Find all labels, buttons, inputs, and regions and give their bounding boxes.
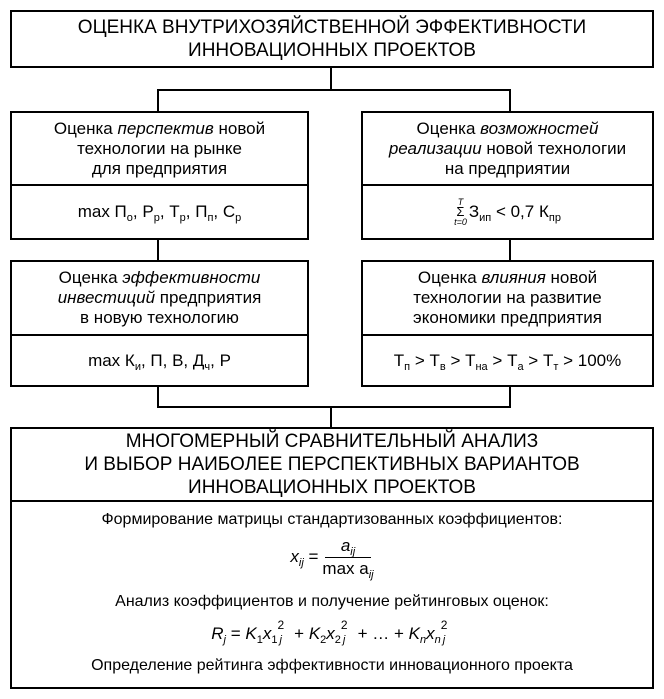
title-line-2: ИННОВАЦИОННЫХ ПРОЕКТОВ bbox=[188, 40, 476, 61]
box-market-prospects: Оценка перспектив новой технологии на ры… bbox=[10, 111, 309, 240]
box-investment-efficiency-formula: max Ки, П, В, Дч, Р bbox=[12, 334, 307, 385]
box-economic-impact: Оценка влияния новой технологии на разви… bbox=[361, 260, 654, 387]
analysis-step-1: Формирование матрицы стандартизованных к… bbox=[101, 511, 563, 528]
analysis-heading: МНОГОМЕРНЫЙ СРАВНИТЕЛЬНЫЙ АНАЛИЗ И ВЫБОР… bbox=[84, 431, 580, 498]
box-market-prospects-text: Оценка перспектив новой технологии на ры… bbox=[53, 118, 266, 178]
box-economic-impact-formula: Тп > Тв > Тна > Та > Тт > 100% bbox=[363, 334, 652, 385]
box-investment-efficiency-text: Оценка эффективности инвестиций предприя… bbox=[57, 268, 262, 327]
analysis-step-2: Анализ коэффициентов и получение рейтинг… bbox=[115, 593, 549, 610]
connector-left-mid bbox=[157, 239, 159, 261]
box-implementation-capabilities-text: Оценка возможностей реализации новой тех… bbox=[388, 118, 627, 178]
connector-top bbox=[330, 67, 332, 90]
connector-bottom bbox=[330, 406, 332, 428]
box-market-prospects-formula: max По, Рр, Тр, Пп, Ср bbox=[12, 184, 307, 238]
connector-left-low bbox=[157, 386, 159, 407]
analysis-divider bbox=[12, 500, 652, 502]
formula-standardization: xij = aij max aij bbox=[290, 535, 374, 581]
title-text: ОЦЕНКА ВНУТРИХОЗЯЙСТВЕННОЙ ЭФФЕКТИВНОСТИ… bbox=[12, 12, 652, 66]
connector-right-drop bbox=[509, 89, 511, 112]
connector-right-low bbox=[509, 386, 511, 407]
box-multidimensional-analysis: МНОГОМЕРНЫЙ СРАВНИТЕЛЬНЫЙ АНАЛИЗ И ВЫБОР… bbox=[10, 427, 654, 689]
title-line-1: ОЦЕНКА ВНУТРИХОЗЯЙСТВЕННОЙ ЭФФЕКТИВНОСТИ bbox=[77, 17, 587, 38]
connector-top-bar bbox=[157, 89, 511, 91]
box-implementation-capabilities: Оценка возможностей реализации новой тех… bbox=[361, 111, 654, 240]
box-economic-impact-text: Оценка влияния новой технологии на разви… bbox=[413, 268, 602, 327]
title-box: ОЦЕНКА ВНУТРИХОЗЯЙСТВЕННОЙ ЭФФЕКТИВНОСТИ… bbox=[10, 10, 654, 68]
analysis-step-3: Определение рейтинга эффективности иннов… bbox=[91, 657, 573, 674]
connector-left-drop bbox=[157, 89, 159, 112]
connector-right-mid bbox=[509, 239, 511, 261]
box-investment-efficiency: Оценка эффективности инвестиций предприя… bbox=[10, 260, 309, 387]
connector-bottom-bar bbox=[157, 406, 511, 408]
